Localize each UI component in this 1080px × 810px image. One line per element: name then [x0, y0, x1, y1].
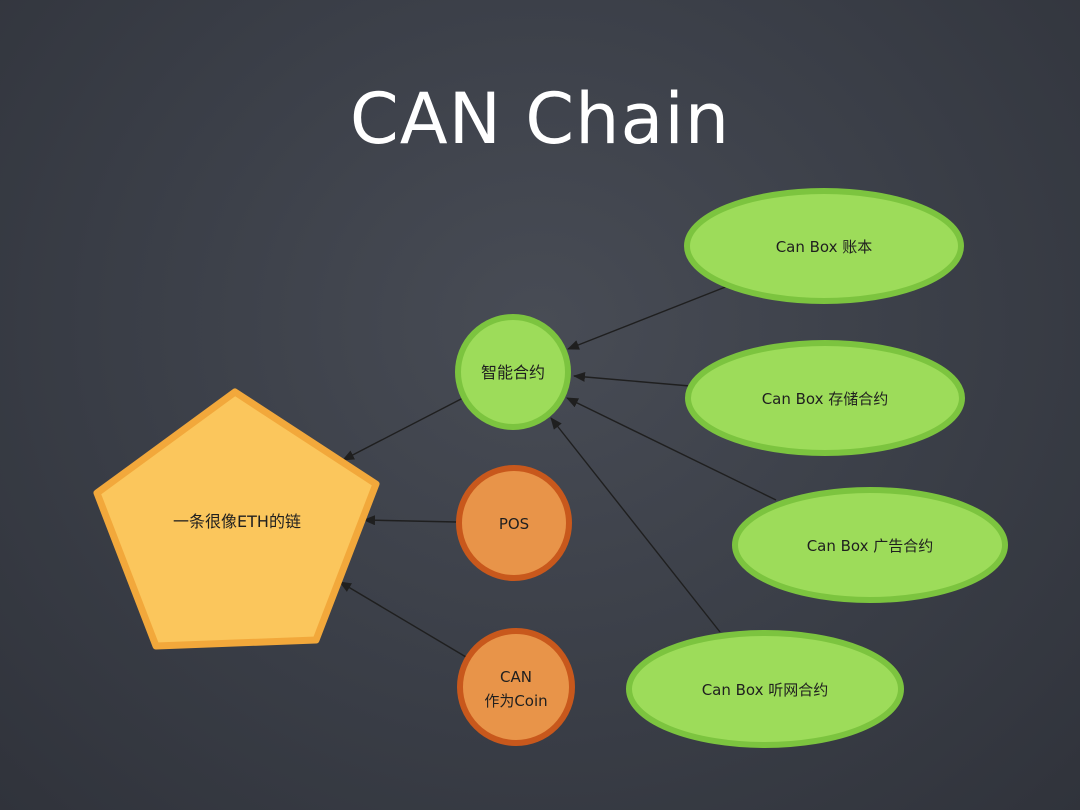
chain-label: 一条很像ETH的链 — [173, 512, 301, 531]
edge-ledger-to-smart-contract — [567, 285, 729, 350]
edge-pos-to-chain — [363, 515, 458, 526]
storage-label: Can Box 存储合约 — [762, 390, 889, 408]
ads-label: Can Box 广告合约 — [807, 537, 934, 555]
coin-node: CAN 作为Coin — [457, 628, 575, 746]
edge-coin-to-chain — [339, 581, 467, 658]
pos-node: POS — [456, 465, 572, 581]
ads-ellipse — [732, 487, 1008, 603]
edge-storage-to-smart-contract — [573, 371, 691, 387]
pos-label: POS — [499, 515, 529, 533]
coin-label-line1: CAN — [500, 668, 532, 686]
smart-contract-node: 智能合约 — [455, 314, 571, 430]
edge-ads-to-smart-contract — [566, 397, 777, 501]
ledger-ellipse — [684, 188, 964, 304]
smart-contract-circle — [455, 314, 571, 430]
pos-circle — [456, 465, 572, 581]
coin-label-line2: 作为Coin — [484, 692, 547, 710]
page-title: CAN Chain — [349, 78, 731, 160]
listen-ellipse — [626, 630, 904, 748]
storage-node: Can Box 存储合约 — [685, 340, 965, 456]
storage-ellipse — [685, 340, 965, 456]
coin-circle — [457, 628, 575, 746]
chain-node: 一条很像ETH的链 — [93, 388, 380, 650]
listen-label: Can Box 听网合约 — [702, 681, 829, 699]
chain-pentagon — [93, 388, 380, 650]
edge-smart-contract-to-chain — [342, 397, 464, 461]
ledger-label: Can Box 账本 — [776, 238, 873, 256]
ledger-node: Can Box 账本 — [684, 188, 964, 304]
smart-contract-label: 智能合约 — [481, 363, 545, 382]
listen-node: Can Box 听网合约 — [626, 630, 904, 748]
edges — [339, 285, 777, 658]
ads-node: Can Box 广告合约 — [732, 487, 1008, 603]
edge-listen-to-smart-contract — [550, 417, 721, 633]
